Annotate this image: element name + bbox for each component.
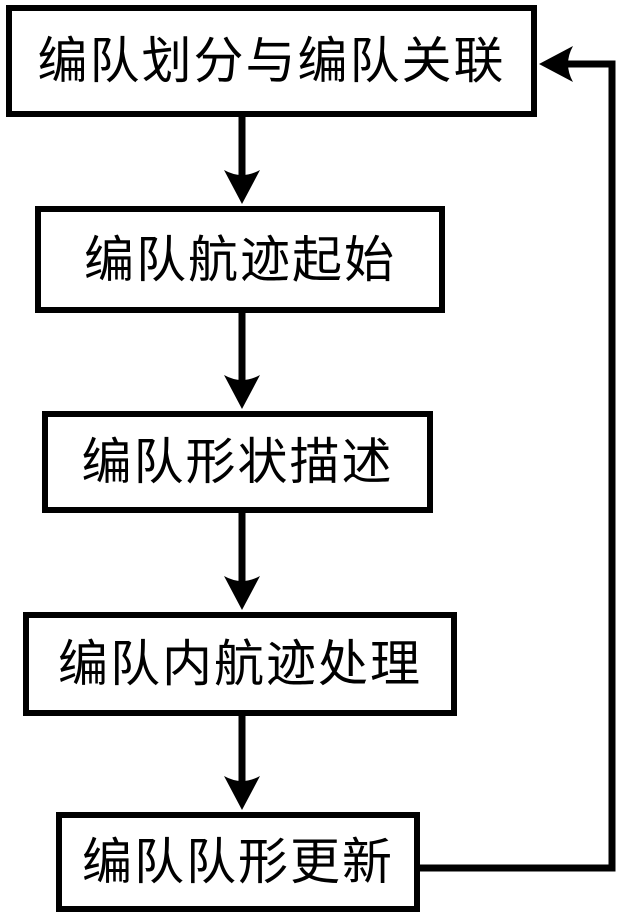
flow-box-formation-shape-update: 编队队形更新 [56, 812, 420, 912]
arrow-box2-to-box3 [224, 313, 260, 409]
arrowhead-left-icon [539, 46, 573, 82]
flow-box-intra-formation-track-processing: 编队内航迹处理 [23, 612, 457, 716]
flow-box-label: 编队内航迹处理 [58, 636, 422, 692]
arrow-box1-to-box2 [224, 117, 260, 204]
arrow-box4-to-box5 [224, 716, 260, 810]
flow-box-formation-shape-description: 编队形状描述 [42, 411, 433, 513]
arrow-box3-to-box4 [224, 513, 260, 610]
flow-box-label: 编队划分与编队关联 [37, 33, 506, 89]
arrowhead-down-icon [224, 170, 260, 204]
flow-box-formation-division-association: 编队划分与编队关联 [6, 5, 537, 117]
arrowhead-down-icon [224, 776, 260, 810]
arrowhead-down-icon [224, 576, 260, 610]
flow-box-label: 编队航迹起始 [84, 231, 396, 288]
arrowhead-down-icon [224, 375, 260, 409]
flow-box-formation-track-initiation: 编队航迹起始 [35, 206, 445, 313]
feedback-arrow-box5-to-box1 [420, 46, 616, 872]
flow-box-label: 编队形状描述 [81, 434, 394, 490]
flow-box-label: 编队队形更新 [82, 834, 394, 890]
